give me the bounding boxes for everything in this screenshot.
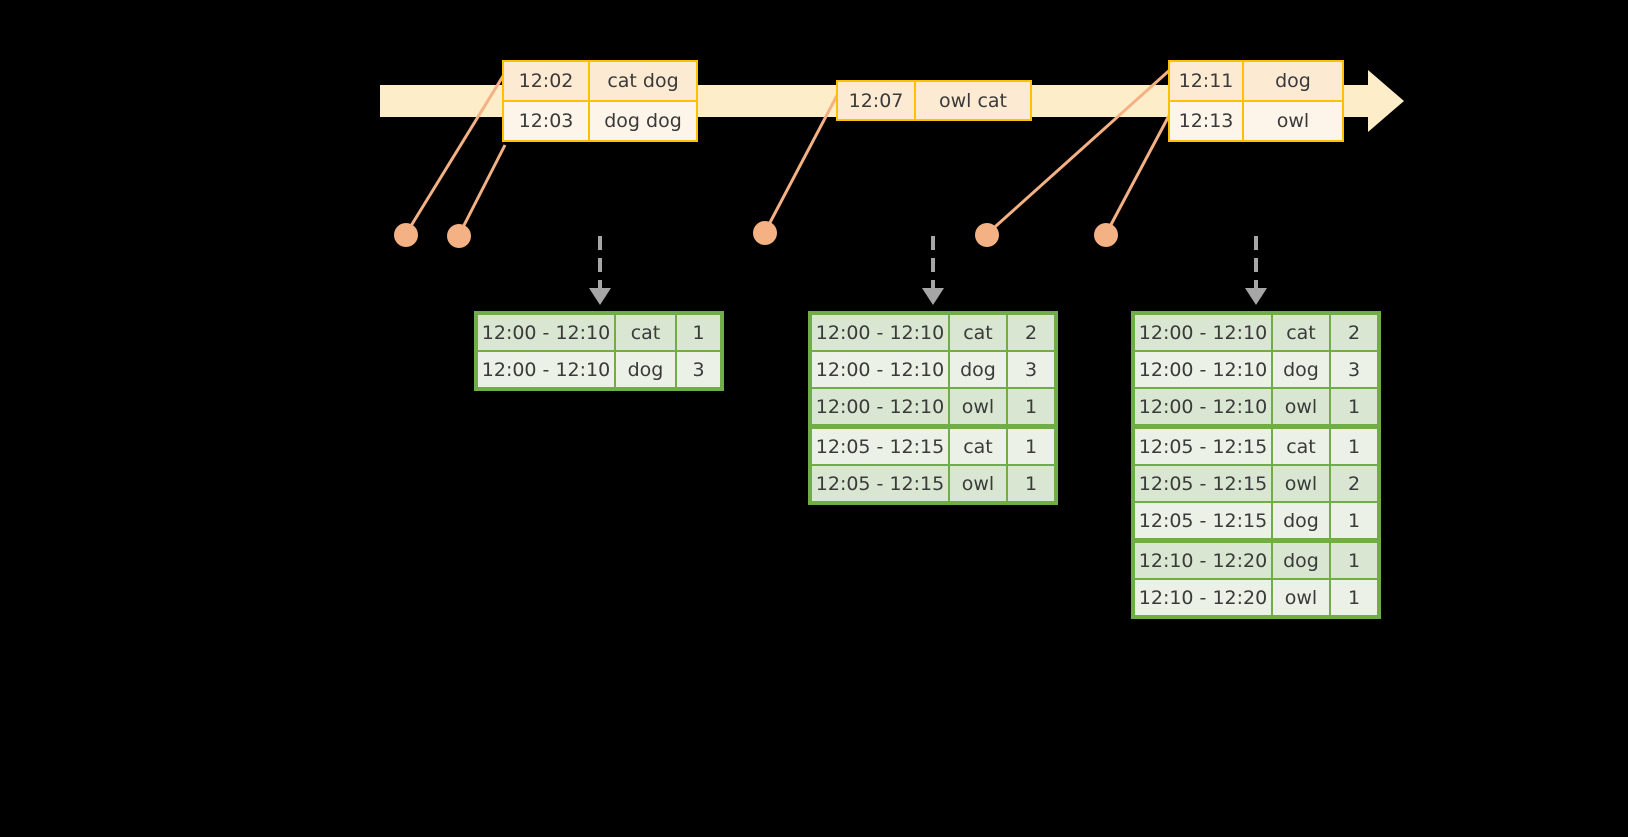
word-cell: owl: [949, 465, 1007, 502]
word-cell: cat: [615, 314, 676, 351]
word-cell: owl: [1272, 388, 1330, 425]
count-cell: 2: [1007, 314, 1055, 351]
event-time: 12:11: [1170, 62, 1244, 100]
event-row: 12:02 cat dog: [504, 62, 696, 100]
word-cell: dog: [1272, 502, 1330, 539]
word-cell: cat: [1272, 314, 1330, 351]
word-cell: dog: [1272, 542, 1330, 579]
window-cell: 12:00 - 12:10: [1134, 351, 1272, 388]
timeline-arrow-head-icon: [1368, 70, 1404, 132]
event-time: 12:02: [504, 62, 590, 100]
event-row: 12:11 dog: [1170, 62, 1342, 100]
count-cell: 2: [1330, 314, 1378, 351]
event-group-3[interactable]: 12:11 dog 12:13 owl: [1168, 60, 1344, 142]
count-cell: 3: [1007, 351, 1055, 388]
window-cell: 12:00 - 12:10: [477, 314, 615, 351]
count-cell: 1: [1330, 428, 1378, 465]
word-cell: owl: [1272, 579, 1330, 616]
count-cell: 1: [1007, 465, 1055, 502]
word-cell: dog: [949, 351, 1007, 388]
word-cell: cat: [949, 428, 1007, 465]
window-cell: 12:00 - 12:10: [477, 351, 615, 388]
event-words: dog: [1244, 62, 1342, 100]
window-cell: 12:00 - 12:10: [1134, 314, 1272, 351]
window-cell: 12:00 - 12:10: [811, 314, 949, 351]
window-cell: 12:10 - 12:20: [1134, 542, 1272, 579]
window-cell: 12:05 - 12:15: [811, 428, 949, 465]
event-dot-1: [394, 223, 418, 247]
event-words: owl: [1244, 102, 1342, 140]
count-cell: 1: [1007, 428, 1055, 465]
event-group-2[interactable]: 12:07 owl cat: [836, 80, 1032, 121]
event-dot-5: [1094, 223, 1118, 247]
word-cell: cat: [1272, 428, 1330, 465]
event-time: 12:07: [838, 82, 916, 119]
count-cell: 1: [1330, 388, 1378, 425]
count-cell: 2: [1330, 465, 1378, 502]
word-cell: owl: [949, 388, 1007, 425]
event-words: dog dog: [590, 102, 696, 140]
count-cell: 1: [1330, 542, 1378, 579]
count-cell: 1: [1330, 502, 1378, 539]
event-row: 12:07 owl cat: [838, 82, 1030, 119]
word-cell: dog: [615, 351, 676, 388]
count-cell: 1: [676, 314, 721, 351]
event-words: owl cat: [916, 82, 1030, 119]
window-cell: 12:00 - 12:10: [811, 388, 949, 425]
word-cell: owl: [1272, 465, 1330, 502]
event-group-1[interactable]: 12:02 cat dog 12:03 dog dog: [502, 60, 698, 142]
word-cell: dog: [1272, 351, 1330, 388]
event-dot-3: [753, 221, 777, 245]
event-row: 12:03 dog dog: [504, 100, 696, 140]
window-cell: 12:05 - 12:15: [1134, 428, 1272, 465]
word-cell: cat: [949, 314, 1007, 351]
window-cell: 12:00 - 12:10: [1134, 388, 1272, 425]
window-cell: 12:10 - 12:20: [1134, 579, 1272, 616]
event-dot-2: [447, 224, 471, 248]
count-cell: 3: [676, 351, 721, 388]
event-dot-4: [975, 223, 999, 247]
window-cell: 12:05 - 12:15: [1134, 465, 1272, 502]
window-cell: 12:05 - 12:15: [811, 465, 949, 502]
event-row: 12:13 owl: [1170, 100, 1342, 140]
count-cell: 1: [1007, 388, 1055, 425]
count-cell: 1: [1330, 579, 1378, 616]
count-cell: 3: [1330, 351, 1378, 388]
window-cell: 12:00 - 12:10: [811, 351, 949, 388]
event-time: 12:03: [504, 102, 590, 140]
window-cell: 12:05 - 12:15: [1134, 502, 1272, 539]
event-time: 12:13: [1170, 102, 1244, 140]
event-words: cat dog: [590, 62, 696, 100]
